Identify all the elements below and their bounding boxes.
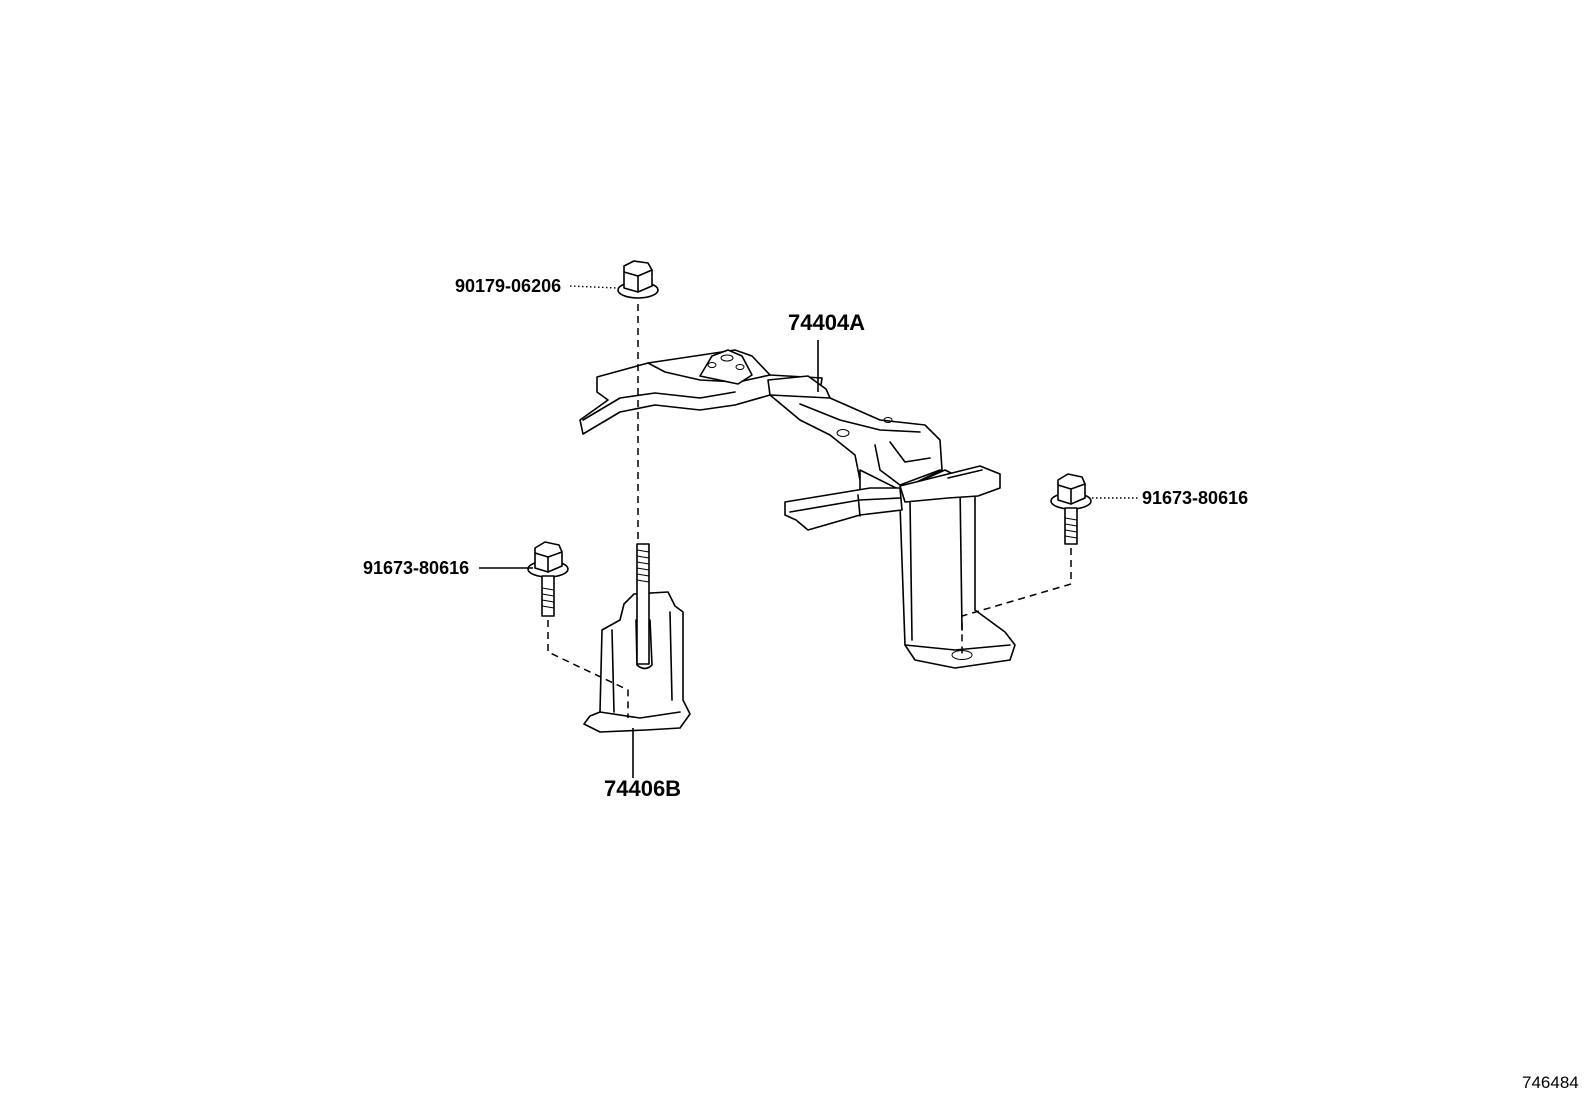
label-bolt-left-91673-80616: 91673-80616 — [363, 558, 469, 578]
label-bracket-74406B: 74406B — [604, 776, 681, 801]
label-bracket-74404A: 74404A — [788, 310, 865, 335]
flange-bolt-left-icon — [527, 541, 569, 617]
leader-lines — [479, 285, 1138, 778]
main-bracket-74404A — [579, 349, 1016, 669]
flange-bolt-right-icon — [1050, 473, 1092, 545]
stud-bolt-icon — [636, 543, 650, 665]
label-bolt-right-91673-80616: 91673-80616 — [1142, 488, 1248, 508]
flange-nut-icon — [617, 260, 659, 299]
label-nut-90179-06206: 90179-06206 — [455, 276, 561, 296]
assembly-lines — [547, 304, 1072, 718]
diagram-reference-number: 746484 — [1522, 1073, 1579, 1092]
